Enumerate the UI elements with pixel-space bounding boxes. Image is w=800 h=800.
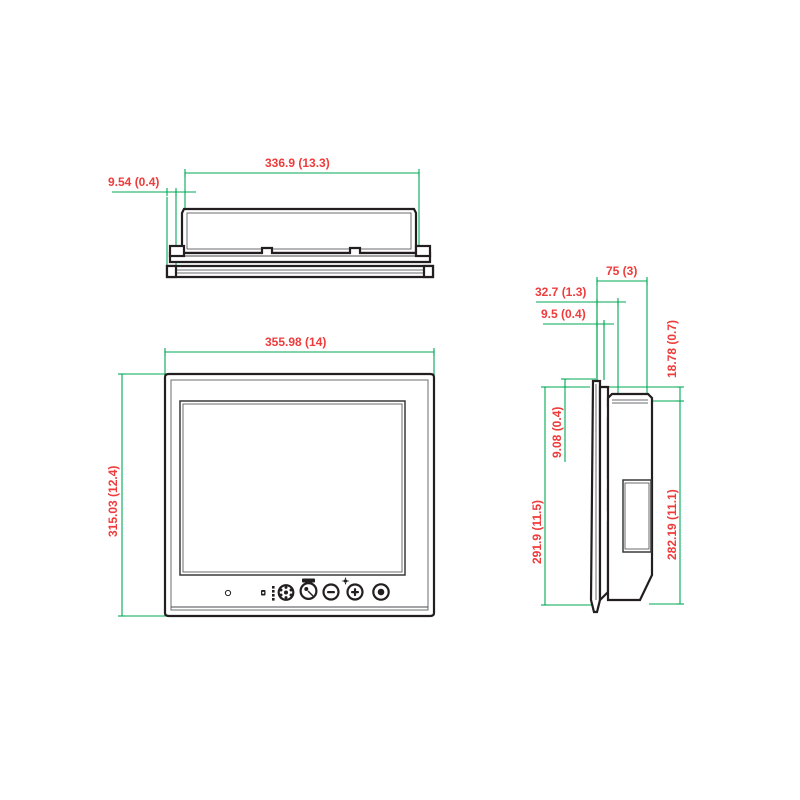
dimension-side-inner-height: 282.19 (11.1) — [649, 401, 684, 605]
dimension-label-top-lip: 9.54 (0.4) — [108, 175, 159, 189]
power-button[interactable] — [372, 583, 390, 601]
side-view: 75 (3) 32.7 (1.3) 9.5 (0.4) — [530, 264, 684, 614]
power-connector[interactable] — [299, 578, 318, 601]
dimension-front-height: 315.03 (12.4) — [106, 373, 168, 617]
top-view-housing — [165, 207, 435, 279]
dimension-label-side-inner-height: 282.19 (11.1) — [665, 489, 679, 560]
front-panel-controls — [224, 577, 390, 601]
brightness-increase-button[interactable] — [346, 583, 364, 601]
brightness-decrease-button[interactable] — [322, 583, 340, 601]
dimension-side-depth-32: 32.7 (1.3) — [535, 285, 626, 397]
speaker-grille — [277, 584, 295, 601]
dimension-label-side-total-height: 291.9 (11.5) — [530, 500, 544, 564]
side-view-profile — [589, 379, 654, 614]
top-view: 336.9 (13.3) 9.54 (0.4) — [108, 156, 435, 279]
dimension-label-side-bezel-offset: 9.08 (0.4) — [550, 407, 564, 458]
led-indicator[interactable] — [224, 589, 232, 597]
dimension-label-side-offset-top: 18.78 (0.7) — [665, 320, 679, 378]
dimension-label-side-depth-75: 75 (3) — [606, 264, 637, 278]
reset-pinhole[interactable] — [261, 590, 266, 596]
dimension-front-width: 355.98 (14) — [164, 335, 435, 378]
dimension-side-depth-9: 9.5 (0.4) — [541, 307, 614, 380]
front-view-screen — [179, 400, 406, 576]
dimension-label-front-height: 315.03 (12.4) — [106, 466, 120, 537]
dimension-side-bezel-offset: 9.08 (0.4) — [550, 378, 596, 462]
dimension-label-side-depth-9: 9.5 (0.4) — [541, 307, 586, 321]
front-view: 355.98 (14) 315.03 (12.4) — [106, 335, 436, 618]
dimension-label-top-width: 336.9 (13.3) — [265, 156, 330, 170]
status-led-strip — [272, 586, 275, 601]
dimension-label-side-depth-32: 32.7 (1.3) — [535, 285, 586, 299]
brightness-sun-icon — [341, 577, 350, 585]
dimension-label-front-width: 355.98 (14) — [265, 335, 326, 349]
